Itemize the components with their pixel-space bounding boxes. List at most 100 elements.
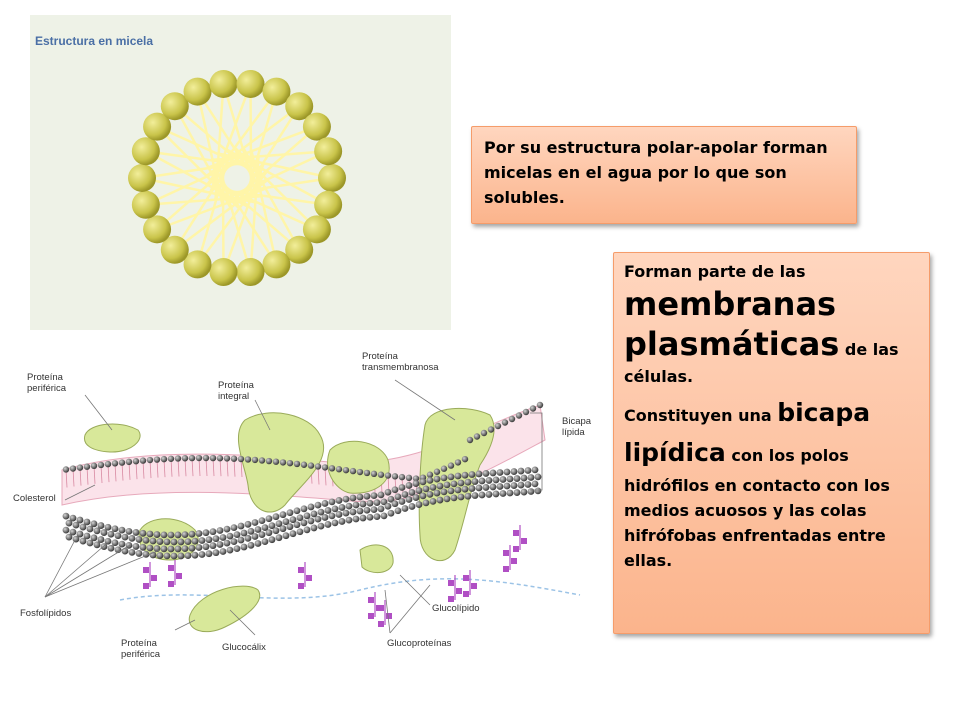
lipid-head [205, 550, 213, 558]
lipid-head [321, 500, 329, 507]
lipid-head [461, 485, 469, 493]
lipid-head [356, 493, 364, 501]
water-line [119, 578, 581, 601]
micelle-tail [208, 125, 318, 169]
lipid-head [338, 518, 346, 525]
lipid-head [286, 509, 294, 517]
lipid-head [387, 509, 395, 517]
lipid-head [111, 539, 119, 547]
lipid-head [188, 544, 196, 552]
lipid-head [188, 454, 196, 462]
micelle-tail [209, 83, 252, 193]
glyco-sugar [306, 575, 312, 581]
micelle-head [314, 137, 343, 166]
lipid-head [461, 471, 469, 479]
lipid-head [146, 456, 154, 464]
lipid-head [104, 537, 112, 545]
micelle-tail [213, 149, 329, 161]
leader-lines [44, 379, 543, 636]
lipid-head [191, 537, 199, 545]
glyco-sugar [378, 621, 384, 627]
lipid-head [247, 541, 255, 549]
lipid-head [62, 512, 70, 520]
lipid-head [296, 528, 304, 536]
lipid-head [83, 518, 91, 526]
lipid-head [135, 550, 143, 557]
lipid-head [79, 537, 87, 545]
lipid-head [76, 516, 84, 524]
lipid-head [524, 481, 532, 488]
lipid-head [65, 533, 73, 541]
lipid-head [443, 481, 451, 489]
glyco-sugar [511, 558, 517, 564]
lipid-head [422, 485, 430, 493]
lipid-head [86, 525, 94, 533]
glyco-sugar [298, 583, 304, 589]
lipid-head [447, 487, 455, 495]
lipid-head [447, 462, 455, 469]
lipid-head [342, 466, 350, 474]
lipid-head [384, 488, 392, 496]
micelle-head [183, 77, 212, 106]
lipid-head [475, 484, 483, 492]
label-glucolipido: Glucolípido [432, 603, 480, 614]
glyco-sugar [463, 575, 469, 581]
lipid-head [314, 463, 322, 470]
lipid-head [501, 419, 509, 426]
lipid-head [419, 478, 427, 486]
lipid-head [331, 519, 339, 527]
lipid-head [240, 529, 248, 537]
lipid-head [394, 507, 402, 515]
label-proteina-periferica-bottom: Proteína periférica [121, 638, 161, 660]
micelle-head [236, 69, 265, 98]
lipid-head [261, 538, 269, 546]
micelle-head [209, 258, 238, 287]
lipid-head [181, 545, 189, 553]
lipid-head [536, 401, 544, 409]
lipid-head [188, 530, 196, 538]
lipid-head [426, 490, 434, 498]
lipid-head [345, 502, 353, 510]
lipid-head [268, 522, 276, 530]
lipid-head [300, 461, 308, 468]
lipid-head [202, 529, 210, 537]
lipid-head [293, 507, 301, 515]
lipid-head [482, 470, 490, 477]
lipid-head [251, 456, 259, 464]
lipid-head [293, 460, 301, 468]
micelle-head [143, 112, 172, 141]
lipid-head [191, 551, 199, 559]
lipid-head [279, 525, 287, 533]
lipid-head [118, 526, 126, 534]
lipid-head [342, 509, 350, 517]
lipid-head [342, 495, 350, 503]
label-glucoproteinas: Glucoproteínas [387, 638, 452, 649]
lipid-head [72, 521, 80, 529]
lipid-head [268, 536, 276, 544]
micelle-diagram [128, 69, 346, 287]
lipid-head [370, 506, 378, 514]
lipid-head [174, 455, 182, 462]
lipid-head [275, 534, 283, 542]
lipid-head [366, 513, 374, 521]
lipid-head [373, 513, 381, 521]
lipid-head [349, 508, 357, 516]
lipid-head [184, 552, 192, 560]
lipid-head [170, 538, 178, 546]
micelle-tail [223, 150, 329, 201]
lipid-head [426, 476, 434, 484]
lipid-head [480, 429, 488, 437]
label-colesterol: Colesterol [13, 493, 56, 504]
glyco-sugar [463, 591, 469, 597]
lipid-head [233, 531, 241, 539]
lipid-head [244, 534, 252, 542]
glyco-sugar [513, 530, 519, 536]
glyco-sugar [168, 565, 174, 571]
lipid-head [464, 478, 472, 486]
lipid-head [531, 480, 539, 488]
lipid-head [219, 548, 227, 555]
glyco-sugar [151, 575, 157, 581]
lipid-head [202, 543, 210, 551]
lipid-head [384, 502, 392, 510]
lipid-head [104, 460, 112, 468]
